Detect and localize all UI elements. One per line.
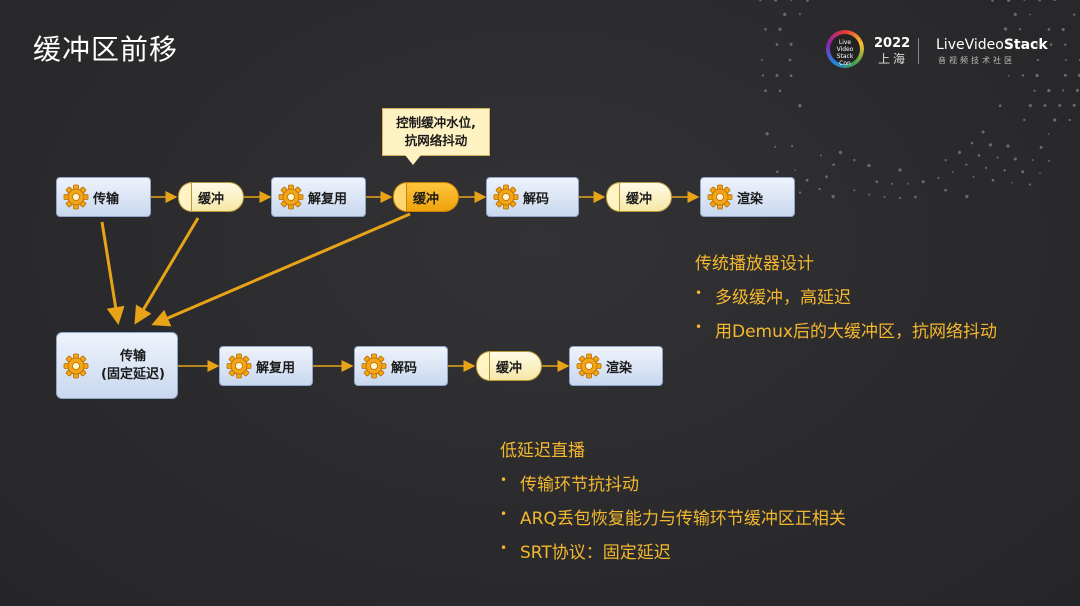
node-render: 渲染 [700,177,795,217]
pipeline-connectors [150,197,698,366]
gear-icon [278,184,304,210]
node-transport: 传输 [56,177,151,217]
bullet-text: ARQ丢包恢复能力与传输环节缓冲区正相关 [520,504,846,529]
buffer-1: 缓冲 [178,182,244,212]
arrow-buffer2-to-fixed [154,214,410,324]
node-label: 传输 [93,188,146,207]
bullet-text: 多级缓冲，高延迟 [715,283,851,308]
gear-icon [707,184,733,210]
bullet-text: 用Demux后的大缓冲区，抗网络抖动 [715,317,997,342]
gear-icon [63,184,89,210]
node-decode: 解码 [486,177,579,217]
callout-line: 抗网络抖动 [383,132,489,150]
gear-icon [63,353,89,379]
buffer-bottom: 缓冲 [476,351,542,381]
node-transport-fixed-delay: 传输 (固定延迟) [56,332,178,399]
bullet-icon: • [500,470,520,495]
bullet-icon: • [695,283,715,308]
bullet-icon: • [500,504,520,529]
bullet-text: 传输环节抗抖动 [520,470,639,495]
bullet-item: •多级缓冲，高延迟 [695,283,997,308]
callout-line: 控制缓冲水位, [383,114,489,132]
section-heading: 传统播放器设计 [695,249,997,274]
node-label: 渲染 [606,357,658,376]
gear-icon [493,184,519,210]
bullet-icon: • [695,317,715,342]
gear-icon [576,353,602,379]
bullet-item: •SRT协议：固定延迟 [500,538,846,563]
node-decode-bottom: 解码 [354,346,448,386]
bullet-item: •ARQ丢包恢复能力与传输环节缓冲区正相关 [500,504,846,529]
node-label: 解码 [523,188,574,207]
gear-icon [226,353,252,379]
bullet-item: •用Demux后的大缓冲区，抗网络抖动 [695,317,997,342]
node-label-line: (固定延迟) [95,366,171,384]
buffer-2-highlighted: 缓冲 [393,182,459,212]
node-label: 解码 [391,357,443,376]
node-label-line: 传输 [95,348,171,366]
arrow-buffer1-to-fixed [136,218,198,322]
gear-icon [361,353,387,379]
node-demux-bottom: 解复用 [219,346,313,386]
bullet-icon: • [500,538,520,563]
traditional-design-notes: 传统播放器设计 •多级缓冲，高延迟 •用Demux后的大缓冲区，抗网络抖动 [695,249,997,351]
node-demux: 解复用 [271,177,366,217]
node-label: 解复用 [308,188,361,207]
section-heading: 低延迟直播 [500,436,846,461]
node-label: 解复用 [256,357,308,376]
low-latency-notes: 低延迟直播 •传输环节抗抖动 •ARQ丢包恢复能力与传输环节缓冲区正相关 •SR… [500,436,846,572]
bullet-item: •传输环节抗抖动 [500,470,846,495]
node-render-bottom: 渲染 [569,346,663,386]
migration-arrows [102,214,410,324]
node-label: 渲染 [737,188,790,207]
node-label: 传输 (固定延迟) [95,348,171,384]
arrow-transport-to-fixed [102,222,118,322]
bullet-text: SRT协议：固定延迟 [520,538,671,563]
buffer-3: 缓冲 [606,182,672,212]
callout-buffer-watermark: 控制缓冲水位, 抗网络抖动 [382,108,490,156]
